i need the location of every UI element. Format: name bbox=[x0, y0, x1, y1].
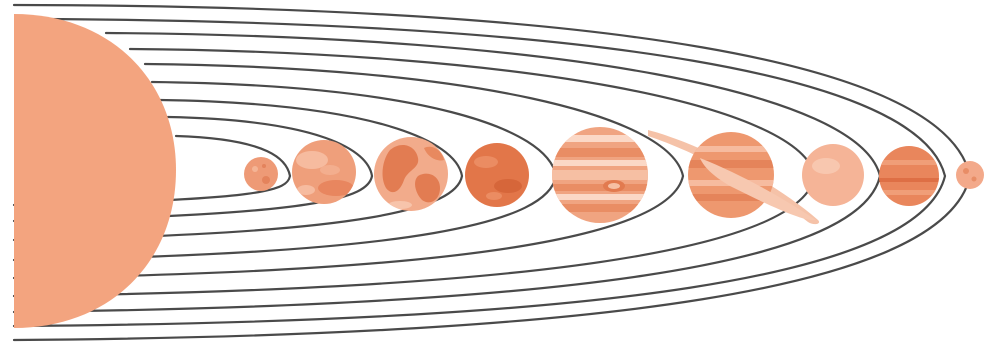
mercury-planet-icon bbox=[244, 157, 278, 191]
jupiter-planet-icon bbox=[550, 127, 650, 223]
uranus-planet-icon bbox=[802, 144, 864, 206]
mars-planet-icon bbox=[465, 143, 529, 207]
pluto-planet-icon bbox=[956, 161, 984, 189]
sun-icon bbox=[14, 14, 176, 328]
saturn-planet-icon bbox=[648, 130, 819, 224]
venus-planet-icon bbox=[292, 140, 356, 204]
neptune-planet-icon bbox=[878, 146, 940, 206]
earth-planet-icon bbox=[374, 137, 448, 211]
